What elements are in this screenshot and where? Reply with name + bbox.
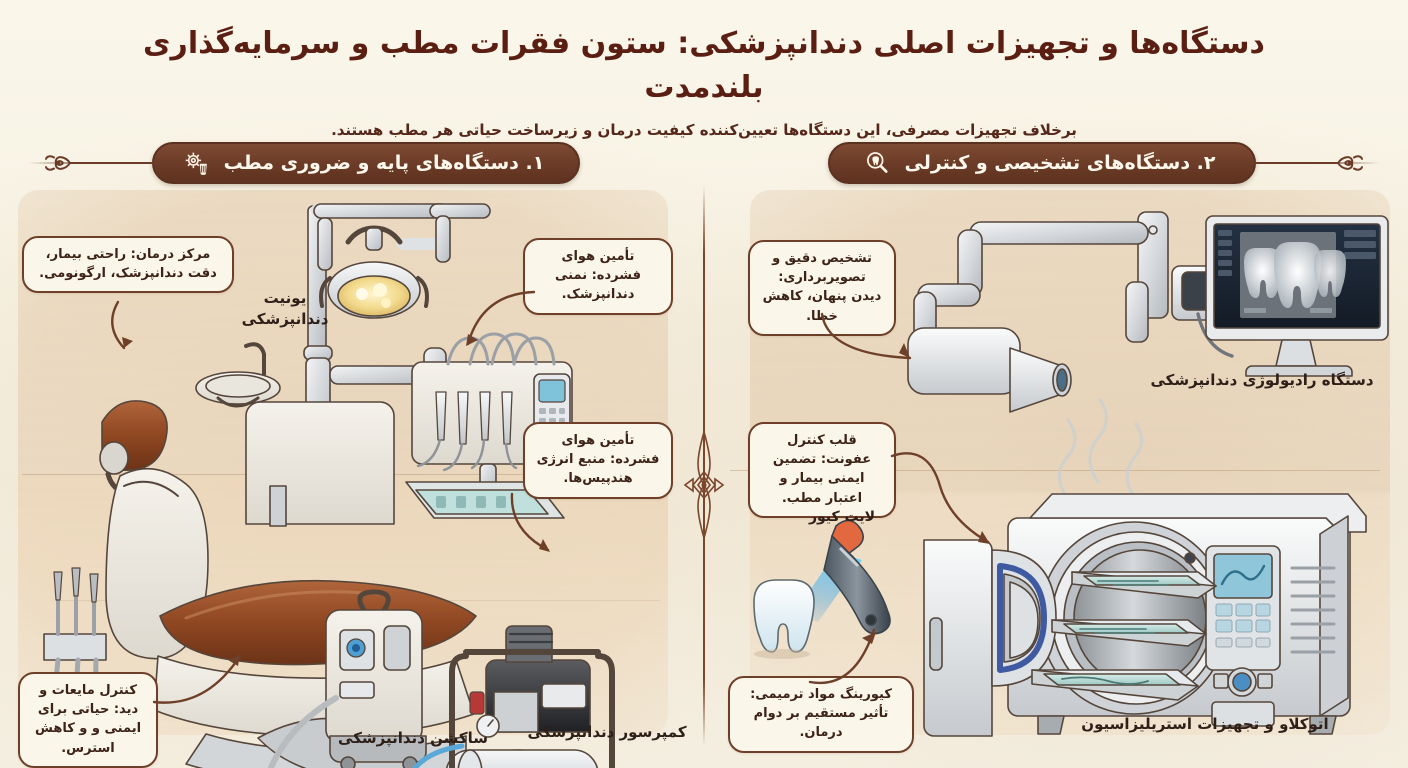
callout-compressed-air-energy: تأمین هوای فشرده: منبع انرژی هندپیس‌ها. <box>523 422 673 499</box>
dental-suction-unit <box>267 589 427 768</box>
banner-hairline-left <box>28 162 156 164</box>
section-banner-diagnostic-equipment[interactable]: ۲. دستگاه‌های تشخیصی و کنترلی <box>828 142 1256 184</box>
callout-accurate-diagnosis: تشخیص دقیق و تصویربرداری: دیدن پنهان، کا… <box>748 240 896 336</box>
right-floor-line <box>730 470 1380 471</box>
dental-compressor <box>412 625 615 768</box>
divider-ornament <box>683 429 725 541</box>
right-scene-illustration <box>907 211 1389 737</box>
cuspidor <box>195 342 281 408</box>
section-2-label: ۲. دستگاه‌های تشخیصی و کنترلی <box>904 152 1216 174</box>
page-subtitle: برخلاف تجهیزات مصرفی، این دستگاه‌ها تعیی… <box>331 121 1077 139</box>
callout-fluid-control: کنترل مایعات و دید: حیاتی برای ایمنی و و… <box>18 672 158 768</box>
operating-light <box>319 225 429 319</box>
banner-hairline-right <box>1252 162 1380 164</box>
label-dental-compressor: کمپرسور دندانپزشکی <box>527 723 687 741</box>
label-autoclave: اتوکلاو و تجهیزات استریلیزاسیون <box>1081 715 1329 733</box>
autoclave <box>923 493 1367 737</box>
label-radiology-device: دستگاه رادیولوژی دندانپزشکی <box>1150 371 1374 389</box>
xray-arm <box>907 211 1169 413</box>
section-banner-basic-equipment[interactable]: ۱. دستگاه‌های پایه و ضروری مطب <box>152 142 580 184</box>
label-dental-suction: ساکشن دندانپزشکی <box>338 729 488 747</box>
autoclave-steam <box>1058 398 1143 498</box>
unit-base <box>245 401 395 527</box>
autoclave-door <box>923 539 1057 737</box>
gear-tooth-icon <box>182 149 210 177</box>
autoclave-trays <box>1031 571 1217 701</box>
callout-treatment-center: مرکز درمان: راحتی بیمار، دقت دندانپزشک، … <box>22 236 234 294</box>
callout-infection-control: قلب کنترل عفونت: تضمین ایمنی بیمار و اعت… <box>748 422 896 518</box>
center-divider <box>703 186 705 746</box>
light-cure-illustration <box>753 519 891 659</box>
page-title: دستگاه‌ها و تجهیزات اصلی دندانپزشکی: ستو… <box>143 26 1265 105</box>
headrest <box>99 400 168 497</box>
section-1-label: ۱. دستگاه‌های پایه و ضروری مطب <box>223 152 545 174</box>
chair-seat <box>159 579 477 666</box>
header: دستگاه‌ها و تجهیزات اصلی دندانپزشکی: ستو… <box>0 0 1408 139</box>
xray-monitor <box>1205 215 1389 377</box>
callout-curing-materials: کیورینگ مواد ترمیمی: تأثیر مستقیم بر دوا… <box>728 676 914 753</box>
label-light-cure: لایت کیور <box>808 509 876 525</box>
magnifier-tooth-icon <box>863 149 891 177</box>
callout-compressed-air-safety: تأمین هوای فشرده: نمنی دندانپزشک. <box>523 238 673 315</box>
label-dental-unit: یونیت دندانپزشکی <box>241 289 329 328</box>
